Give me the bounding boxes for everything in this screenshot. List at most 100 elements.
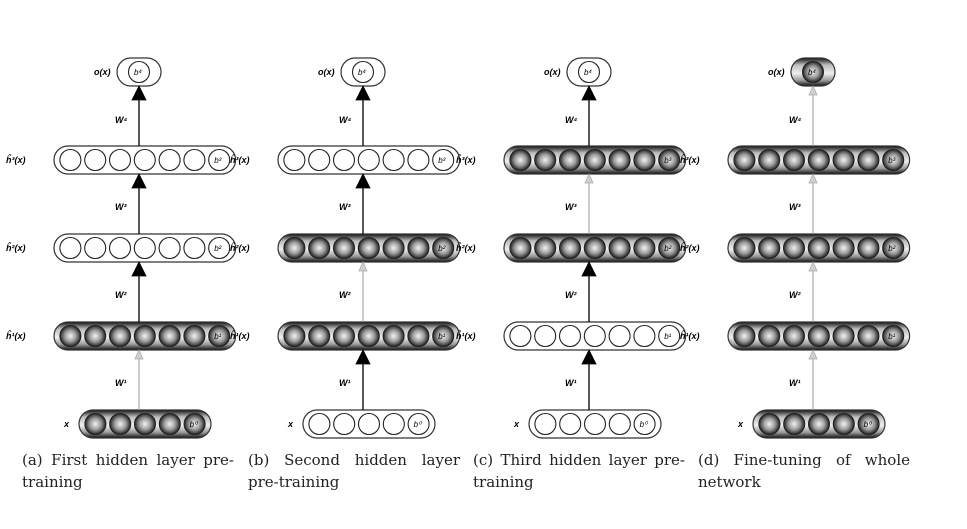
layer-h2-unit bbox=[832, 236, 855, 260]
layer-x-unit bbox=[357, 412, 381, 436]
output-unit bbox=[577, 60, 601, 84]
layer-h3-unit bbox=[509, 148, 532, 172]
layer-h1-bias-label: b¹ bbox=[888, 332, 895, 341]
label-x: x bbox=[513, 419, 520, 429]
arrow-w1-head bbox=[134, 349, 144, 360]
layer-h2-unit bbox=[633, 236, 656, 260]
layer-x-bias-unit bbox=[857, 412, 880, 436]
layer-h1-unit bbox=[183, 324, 206, 348]
caption-c: (c) Third hidden layer pre-training bbox=[473, 449, 685, 493]
layer-h1-unit bbox=[283, 324, 306, 348]
weight-label-w1: W¹ bbox=[789, 378, 801, 388]
output-unit bbox=[801, 60, 825, 84]
caption-line1: (d) Fine-tuning of whole bbox=[698, 451, 910, 469]
label-h2: ĥ²(x) bbox=[6, 242, 26, 253]
layer-h3-bias-unit bbox=[882, 148, 905, 172]
weight-label-w2: W² bbox=[339, 290, 351, 300]
weight-label-w3: W³ bbox=[339, 202, 351, 212]
label-h1: ĥ¹(x) bbox=[680, 330, 700, 341]
layer-h3-unit bbox=[407, 148, 430, 172]
layer-h1-bias-unit bbox=[882, 324, 905, 348]
layer-h2-unit bbox=[133, 236, 156, 260]
layer-h1-unit bbox=[857, 324, 880, 348]
caption-line2: training bbox=[473, 473, 534, 491]
weight-label-w2: W² bbox=[789, 290, 801, 300]
layer-h3-unit bbox=[807, 148, 830, 172]
arrow-w4-head bbox=[131, 85, 147, 101]
layer-h2-unit bbox=[158, 236, 181, 260]
panels-root: b³ b² b¹ b⁰ b⁴ W¹ W² W³ W⁴ o(x) ĥ³(x) ĥ²(x) ĥ¹(x) x b³… bbox=[6, 57, 911, 439]
layer-h3-unit bbox=[534, 148, 557, 172]
label-output: o(x) bbox=[318, 67, 335, 77]
caption-b: (b) Second hidden layer pre-training bbox=[248, 449, 460, 493]
layer-h3-unit bbox=[382, 148, 405, 172]
layer-x-bias-label: b⁰ bbox=[414, 420, 423, 429]
caption-line2: pre-training bbox=[248, 473, 340, 491]
layer-x-unit bbox=[333, 412, 356, 436]
layer-h1-unit bbox=[832, 324, 855, 348]
arrow-w1-head bbox=[808, 349, 818, 360]
layer-h3-bias-label: b³ bbox=[214, 156, 221, 165]
label-output: o(x) bbox=[768, 67, 785, 77]
arrow-w3-head bbox=[355, 173, 371, 189]
weight-label-w2: W² bbox=[115, 290, 127, 300]
layer-x-unit bbox=[758, 412, 781, 436]
layer-h1-unit bbox=[407, 324, 430, 348]
layer-x-bias-unit bbox=[407, 412, 430, 436]
layer-h1-unit bbox=[59, 324, 82, 348]
layer-h2-unit bbox=[84, 236, 107, 260]
layer-h2-unit bbox=[308, 236, 331, 260]
layer-h2-unit bbox=[59, 236, 82, 260]
arrow-w2-head bbox=[131, 261, 147, 277]
layer-h3-unit bbox=[558, 148, 582, 172]
caption-line1: (c) Third hidden layer pre- bbox=[473, 451, 685, 469]
layer-h2-bias-label: b² bbox=[888, 244, 895, 253]
weight-label-w4: W⁴ bbox=[115, 115, 127, 125]
arrow-w4-head bbox=[581, 85, 597, 101]
layer-h2-unit bbox=[108, 236, 132, 260]
layer-h1-unit bbox=[357, 324, 380, 348]
arrow-w3-head bbox=[131, 173, 147, 189]
label-h1: ĥ¹(x) bbox=[6, 330, 26, 341]
arrow-w3-head bbox=[808, 173, 818, 184]
layer-h2-bias-label: b² bbox=[438, 244, 445, 253]
layer-h1-bias-unit bbox=[432, 324, 455, 348]
label-h3: ĥ³(x) bbox=[6, 154, 26, 165]
label-h2: ĥ²(x) bbox=[680, 242, 700, 253]
layer-h3-bias-label: b³ bbox=[888, 156, 895, 165]
layer-h2-bias-unit bbox=[432, 236, 455, 260]
layer-h2-unit bbox=[733, 236, 756, 260]
layer-x-unit bbox=[133, 412, 157, 436]
layer-h2-unit bbox=[758, 236, 781, 260]
layer-h1-bias-label: b¹ bbox=[664, 332, 671, 341]
weight-label-w3: W³ bbox=[789, 202, 801, 212]
layer-h3-unit bbox=[733, 148, 756, 172]
arrow-w2-head bbox=[581, 261, 597, 277]
layer-h2-unit bbox=[782, 236, 806, 260]
layer-h3-unit bbox=[832, 148, 855, 172]
layer-h3-unit bbox=[158, 148, 181, 172]
layer-h2-bias-unit bbox=[658, 236, 681, 260]
layer-h1-unit bbox=[733, 324, 756, 348]
layer-h2-unit bbox=[183, 236, 206, 260]
caption-line2: training bbox=[22, 473, 83, 491]
weight-label-w4: W⁴ bbox=[789, 115, 801, 125]
layer-h1-unit bbox=[782, 324, 806, 348]
arrow-w3-head bbox=[584, 173, 594, 184]
layer-x-unit bbox=[382, 412, 405, 436]
layer-h1-bias-unit bbox=[208, 324, 231, 348]
label-h3: ĥ³(x) bbox=[230, 154, 250, 165]
layer-h3-unit bbox=[308, 148, 331, 172]
caption-line1: (b) Second hidden layer bbox=[248, 451, 460, 469]
layer-h3-bias-unit bbox=[658, 148, 681, 172]
layer-x-unit bbox=[608, 412, 631, 436]
weight-label-w3: W³ bbox=[115, 202, 127, 212]
label-h2: ĥ²(x) bbox=[456, 242, 476, 253]
output-bias-label: b⁴ bbox=[134, 68, 142, 77]
weight-label-w3: W³ bbox=[565, 202, 577, 212]
output-bias-label: b⁴ bbox=[584, 68, 592, 77]
layer-h2-unit bbox=[357, 236, 380, 260]
caption-a: (a) First hidden layer pre-training bbox=[22, 449, 234, 493]
